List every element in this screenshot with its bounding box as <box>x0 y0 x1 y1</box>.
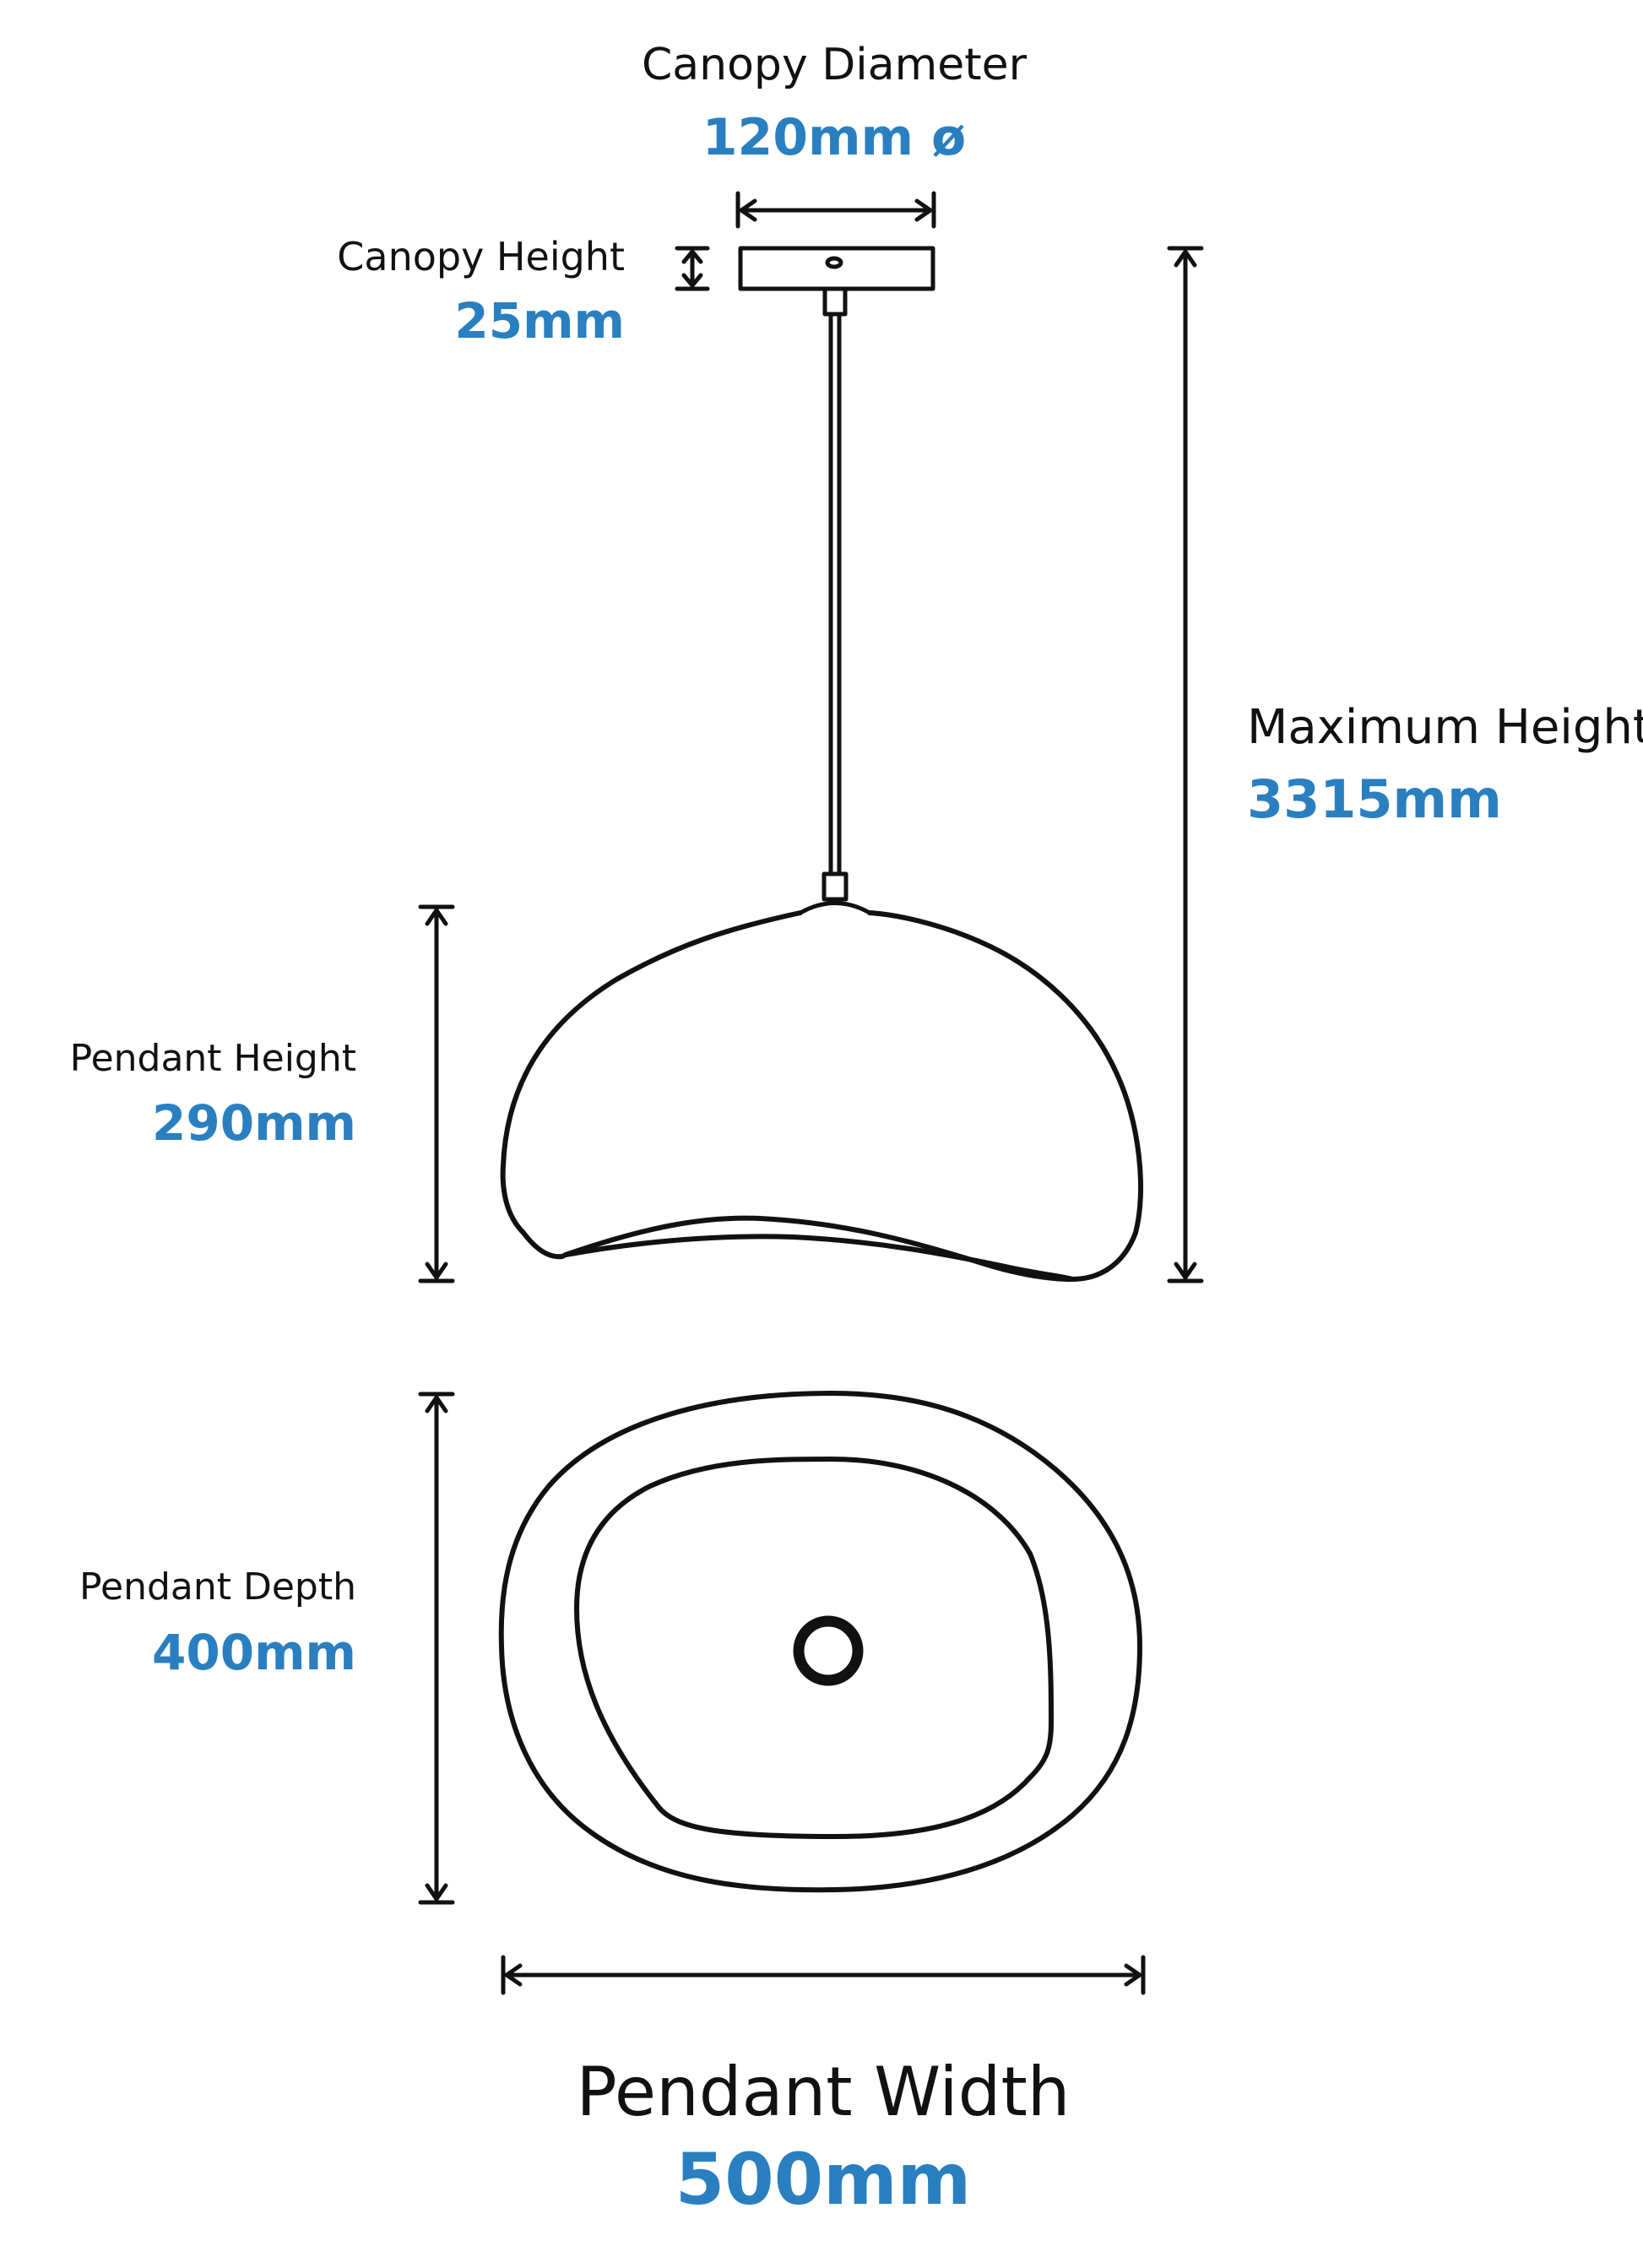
maximum-height-dimension-line <box>1167 246 1204 1283</box>
pendant-shade-side-view <box>500 910 1144 1282</box>
pendant-depth-dimension-line <box>418 1392 455 1905</box>
maximum-height-value: 3315mm <box>1247 768 1502 830</box>
pendant-depth-label: Pendant Depth <box>79 1565 356 1609</box>
cable-entry-ring <box>793 1615 864 1686</box>
suspension-cord <box>828 312 842 876</box>
pendant-width-label: Pendant Width <box>576 2053 1070 2131</box>
maximum-height-label: Maximum Height <box>1247 700 1643 755</box>
pendant-width-value: 500mm <box>675 2138 971 2221</box>
canopy-diameter-label: Canopy Diameter <box>642 40 1028 90</box>
pendant-width-dimension-line <box>501 1955 1146 1995</box>
pendant-height-label: Pendant Height <box>70 1037 356 1080</box>
canopy-height-value: 25mm <box>454 292 625 350</box>
pendant-height-dimension-line <box>418 904 455 1283</box>
lamp-holder <box>798 871 872 915</box>
canopy-height-dimension-line <box>675 246 710 291</box>
pendant-height-value: 290mm <box>152 1094 356 1152</box>
canopy-diameter-value: 120mm ø <box>702 108 966 167</box>
pendant-depth-value: 400mm <box>152 1624 356 1681</box>
canopy <box>738 246 935 317</box>
pendant-top-view <box>498 1391 1142 1893</box>
canopy-diameter-dimension-line <box>735 191 936 229</box>
canopy-height-label: Canopy Height <box>337 234 625 279</box>
